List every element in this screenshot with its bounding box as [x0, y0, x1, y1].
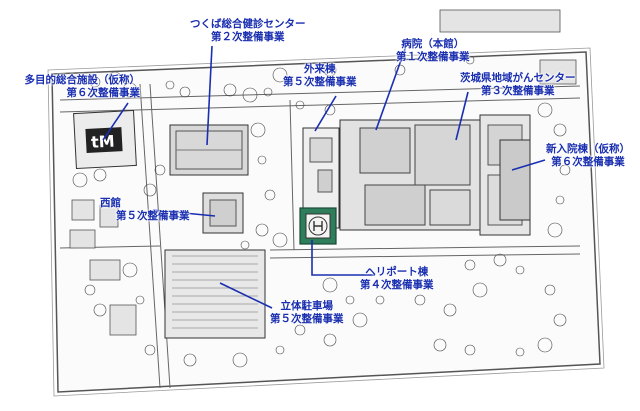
leader-lines: [102, 45, 546, 309]
label-heliport-phase: 第４次整備事業: [360, 279, 434, 291]
label-new-inpatient-name: 新入院棟（仮称）: [546, 143, 630, 155]
tree-canopy: [553, 123, 567, 137]
label-west-wing-name: 西館: [100, 197, 121, 209]
label-tsukuba-phase: 第２次整備事業: [211, 31, 285, 43]
label-new-inpatient: 新入院棟（仮称） 第６次整備事業: [546, 143, 630, 169]
tree-canopy: [240, 240, 250, 250]
tree-canopy: [352, 312, 368, 328]
tree-canopy: [179, 86, 191, 98]
tree-canopy: [537, 102, 553, 118]
tree-canopy: [272, 232, 288, 248]
tree-canopy: [555, 195, 565, 205]
tree-canopy: [255, 223, 269, 237]
tree-canopy: [433, 338, 447, 352]
tree-canopy: [154, 164, 166, 176]
tree-canopy: [143, 183, 157, 197]
label-outpatient-name: 外来棟: [304, 63, 336, 75]
tree-canopy: [272, 67, 288, 83]
tree-canopy: [472, 282, 488, 298]
building-heliport: [299, 207, 337, 245]
tree-canopy: [263, 87, 273, 97]
tree-canopy: [93, 303, 107, 317]
label-parking-structure: 立体駐車場 第５次整備事業: [270, 300, 344, 326]
tree-canopy: [443, 303, 457, 317]
building-new-inpatient: [499, 139, 531, 221]
label-multipurpose-name: 多目的総合施設（仮称）: [24, 74, 141, 86]
building-tsukuba-health-center: [169, 124, 249, 176]
trees: [70, 55, 571, 368]
tree-canopy: [93, 168, 107, 182]
tree-canopy: [544, 284, 556, 296]
label-main-hospital: 病院（本館） 第１次整備事業: [396, 38, 470, 64]
tree-canopy: [122, 262, 138, 278]
tree-canopy: [144, 344, 156, 356]
tree-canopy: [553, 313, 567, 327]
building-main-hospital: [339, 119, 481, 231]
label-multipurpose-phase: 第６次整備事業: [66, 87, 141, 99]
tree-canopy: [108, 71, 122, 85]
label-heliport-name: ヘリポート棟: [365, 266, 429, 278]
tree-canopy: [515, 265, 525, 275]
tree-canopy: [323, 63, 337, 77]
tm-logo-mark: tM: [91, 132, 116, 152]
tree-canopy: [323, 333, 337, 347]
tree-canopy: [183, 353, 197, 367]
tree-canopy: [515, 347, 525, 357]
label-heliport: ヘリポート棟 第４次整備事業: [360, 266, 434, 292]
tree-canopy: [257, 155, 267, 165]
label-west-wing-phase: 第５次整備事業: [116, 210, 190, 222]
label-tsukuba-health-center: つくば総合健診センター 第２次整備事業: [190, 18, 306, 44]
label-cancer-center-phase: 第３次整備事業: [481, 85, 555, 97]
label-main-hospital-name: 病院（本館）: [401, 38, 465, 50]
label-cancer-center: 茨城県地域がんセンター 第３次整備事業: [460, 72, 576, 98]
tree-canopy: [559, 164, 571, 176]
label-west-wing: 西館 第５次整備事業: [100, 197, 190, 223]
tree-canopy: [242, 87, 258, 103]
building-west-wing: [202, 192, 244, 234]
label-multipurpose-facility: 多目的総合施設（仮称） 第６次整備事業: [2, 74, 141, 100]
tree-canopy: [547, 222, 563, 238]
tree-canopy: [294, 324, 306, 336]
tree-canopy: [295, 100, 305, 110]
tree-canopy: [89, 76, 101, 88]
label-parking-name: 立体駐車場: [280, 300, 334, 312]
building-multipurpose-facility: tM: [73, 109, 137, 170]
tree-canopy: [375, 295, 385, 305]
tree-canopy: [232, 352, 248, 368]
tree-canopy: [223, 83, 237, 97]
tree-canopy: [464, 259, 476, 271]
label-new-inpatient-phase: 第６次整備事業: [551, 156, 625, 168]
building-parking-structure: [164, 249, 266, 339]
tree-canopy: [70, 75, 80, 85]
tree-canopy: [264, 189, 276, 201]
tree-canopy: [275, 345, 285, 355]
tree-canopy: [122, 82, 138, 98]
tree-canopy: [345, 295, 355, 305]
tree-canopy: [250, 122, 266, 138]
label-cancer-center-name: 茨城県地域がんセンター: [460, 72, 576, 84]
roads: [59, 83, 581, 389]
tree-canopy: [135, 295, 145, 305]
tree-canopy: [493, 253, 507, 267]
label-main-hospital-phase: 第１次整備事業: [396, 51, 470, 63]
label-parking-phase: 第５次整備事業: [270, 313, 344, 325]
tree-canopy: [72, 172, 88, 188]
tree-canopy: [414, 294, 426, 306]
tree-canopy: [322, 277, 338, 293]
label-tsukuba-name: つくば総合健診センター: [190, 18, 306, 30]
tree-canopy: [165, 80, 175, 90]
tree-canopy: [464, 344, 476, 356]
tree-canopy: [465, 55, 475, 65]
tree-canopy: [537, 337, 553, 353]
label-outpatient-phase: 第５次整備事業: [283, 76, 357, 88]
label-outpatient: 外来棟 第５次整備事業: [283, 63, 357, 89]
tree-canopy: [84, 284, 96, 296]
minor-structures: [69, 9, 577, 336]
